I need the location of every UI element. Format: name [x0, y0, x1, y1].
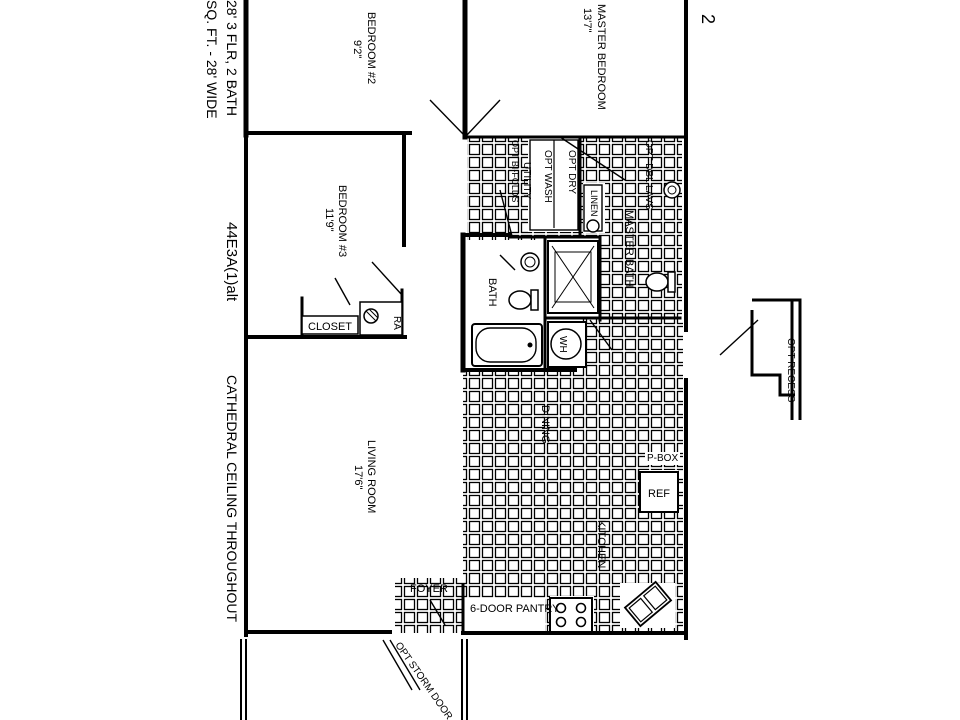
opt-bifolds-label: OPT BI-FOLDS	[510, 140, 520, 202]
closet-label: CLOSET	[308, 321, 352, 333]
master-bath-name: MASTER BATH	[623, 210, 635, 287]
opt-wash-label: OPT WASH	[542, 150, 553, 203]
bath-name: BATH	[486, 278, 498, 307]
ceiling-note: CATHEDRAL CEILING THROUGHOUT	[224, 375, 240, 623]
burner-icon	[555, 616, 567, 628]
burner-icon	[575, 616, 587, 628]
bedroom3-name: BEDROOM #3	[336, 185, 348, 257]
dining-name: DINING	[539, 405, 551, 444]
living-room-dim: 17'6"	[352, 465, 364, 489]
bedroom3-dim: 11'9"	[323, 208, 335, 232]
opt-dbl-lavs-label: OPT DBL LAVS	[643, 140, 654, 210]
foyer-name: FOYER	[410, 583, 448, 595]
margin-text-line1: 28' 3 FLR, 2 BATH	[224, 0, 240, 116]
bedroom3-closet: CLOSET RA	[301, 301, 403, 336]
master-toilet-icon	[645, 272, 669, 292]
room-labels: BEDROOM #2 9'2" MASTER BEDROOM 13'7" BED…	[323, 4, 635, 595]
burner-icon	[575, 602, 587, 614]
utility-area: OPT WASH OPT DRY UTILITY OPT BI-FOLDS LI…	[510, 139, 654, 233]
living-room-name: LIVING ROOM	[365, 440, 377, 513]
wh-label: WH	[557, 336, 568, 353]
linen-label: LINEN	[589, 190, 599, 217]
model-number: 44E3A(1)alt	[223, 222, 240, 302]
burner-icon	[555, 602, 567, 614]
bath-fixtures	[471, 181, 681, 368]
opt-dry-label: OPT DRY	[566, 150, 577, 194]
ra-label: RA	[391, 316, 402, 330]
kitchen-fixtures	[549, 471, 679, 633]
pbox-label: P-BOX	[647, 453, 678, 464]
ref-label: REF	[648, 488, 670, 500]
water-heater-icon	[550, 328, 582, 360]
margin-text-line2: SQ. FT. - 28' WIDE	[204, 0, 220, 119]
margin-text: 28' 3 FLR, 2 BATH SQ. FT. - 28' WIDE 44E…	[204, 0, 718, 623]
bath-toilet-icon	[508, 290, 532, 310]
bedroom2-dim: 9'2"	[351, 40, 363, 58]
opt-recess-label: OPT RECESS	[785, 338, 796, 403]
linen-vent-icon	[586, 219, 600, 233]
opt-recess-outline	[750, 298, 802, 420]
master-bedroom-name: MASTER BEDROOM	[595, 4, 607, 110]
door-swings	[334, 99, 759, 691]
bedroom2-name: BEDROOM #2	[365, 12, 377, 84]
kitchen-name: KITCHEN	[595, 520, 607, 568]
master-bedroom-dim: 13'7"	[581, 8, 593, 32]
utility-label: UTILITY	[521, 162, 532, 200]
storm-door-label: OPT STORM DOOR	[393, 640, 455, 720]
page-number: 2	[698, 14, 718, 24]
pantry-label: 6-DOOR PANTRY	[470, 603, 560, 615]
